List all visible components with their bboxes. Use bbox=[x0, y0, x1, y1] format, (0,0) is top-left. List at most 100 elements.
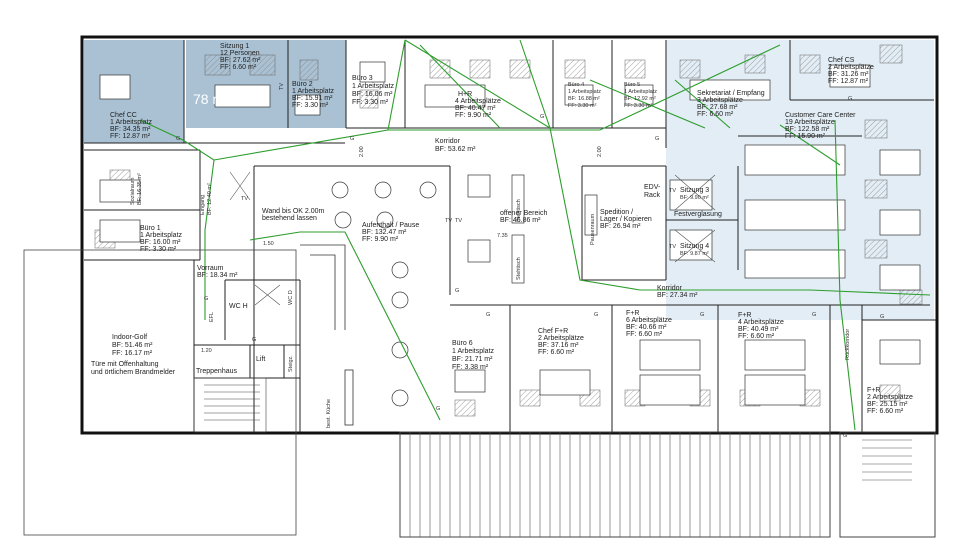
sitzung3-l1: BF: 9.90 m² bbox=[680, 195, 709, 201]
hr-l1: 4 Arbeitsplätze bbox=[455, 98, 501, 105]
tv-mark-1: TV bbox=[279, 83, 285, 90]
chef-fr-name: Chef F+R bbox=[538, 328, 568, 335]
sitzung1-l2: BF: 27.62 m² bbox=[220, 57, 261, 64]
sitzung4-name: Sitzung 4 bbox=[680, 243, 709, 250]
buero5-name: Büro 5 bbox=[624, 82, 640, 88]
buero5-l1: 1 Arbeitsplatz bbox=[624, 89, 657, 95]
g-mark-15: G bbox=[843, 433, 847, 439]
room-labels: Chef CC 1 Arbeitsplatz BF: 34.35 m² FF: … bbox=[91, 43, 913, 428]
buero3-l3: FF: 3.30 m² bbox=[352, 99, 389, 106]
stehtisch-1: Stehtisch bbox=[516, 199, 522, 222]
ccc-name: Customer Care Center bbox=[785, 112, 856, 119]
fr2-l3: FF: 6.60 m² bbox=[867, 408, 904, 415]
dim-200-2: 2.00 bbox=[597, 146, 603, 157]
fr4-l2: BF: 40.49 m² bbox=[738, 326, 779, 333]
fr4-name: F+R bbox=[738, 312, 751, 319]
wc-h-label: WC H bbox=[229, 303, 248, 310]
buero4-l1: 1 Arbeitsplatz bbox=[568, 89, 601, 95]
tv-mark-6: TV bbox=[669, 244, 676, 250]
efl-label: EFL bbox=[209, 312, 215, 322]
rueckkorridor: Rückkorridor bbox=[845, 329, 851, 360]
buero3-l2: BF: 16.06 m² bbox=[352, 91, 393, 98]
buero3-l1: 1 Arbeitsplatz bbox=[352, 83, 395, 90]
fr4-l3: FF: 6.60 m² bbox=[738, 333, 775, 340]
outer-wall bbox=[80, 35, 939, 435]
g-mark-1: G bbox=[176, 136, 180, 142]
spedition-l1: Lager / Kopieren bbox=[600, 216, 652, 223]
tv-mark-3: TV bbox=[445, 218, 452, 224]
sitzung1-l3: FF: 6.60 m² bbox=[220, 64, 257, 71]
sozialraum-l1: BF: 16.35 m² bbox=[137, 173, 143, 205]
g-mark-3: G bbox=[540, 114, 544, 120]
offener-l1: BF: 46.86 m² bbox=[500, 217, 541, 224]
desks bbox=[99, 61, 921, 406]
staircase bbox=[193, 377, 267, 433]
sekretariat-name: Sekretariat / Empfang bbox=[697, 90, 765, 97]
dim-150: 1.50 bbox=[263, 241, 274, 247]
tuere-l2: und örtlichem Brandmelder bbox=[91, 369, 176, 376]
chef-cc-l1: 1 Arbeitsplatz bbox=[110, 119, 153, 126]
g-mark-13: G bbox=[252, 337, 256, 343]
festverglasung: Festverglasung bbox=[674, 211, 722, 218]
buero6-l3: FF: 3.38 m² bbox=[452, 364, 489, 371]
buero6-l2: BF: 21.71 m² bbox=[452, 356, 493, 363]
sitzung1-name: Sitzung 1 bbox=[220, 43, 249, 50]
stehtisch-2: Stehtisch bbox=[516, 257, 522, 280]
interior-walls bbox=[84, 40, 936, 432]
wand-l1: Wand bis OK 2.00m bbox=[262, 208, 325, 215]
chef-cc-name: Chef CC bbox=[110, 112, 137, 119]
chef-cs-l2: BF: 31.26 m² bbox=[828, 71, 869, 78]
partition-crosses bbox=[229, 171, 716, 306]
vorraum-name: Vorraum bbox=[197, 265, 224, 272]
eingang-l1: BF: 12.40 m² bbox=[207, 183, 213, 215]
spedition-name: Spedition / bbox=[600, 209, 633, 216]
tuere-l1: Türe mit Offenhaltung bbox=[91, 361, 159, 368]
fr2-l1: 2 Arbeitsplätze bbox=[867, 394, 913, 401]
chef-cc-l3: FF: 12.87 m² bbox=[110, 133, 151, 140]
sitzung1-fill bbox=[186, 40, 288, 128]
tv-mark-5: TV bbox=[669, 188, 676, 194]
fr6-l2: BF: 40.66 m² bbox=[626, 324, 667, 331]
edv-l1: Rack bbox=[644, 192, 660, 199]
ccc-l2: BF: 122.58 m² bbox=[785, 126, 830, 133]
marks: TV TV TV TV TV TV G G G G G G G G G G G … bbox=[176, 83, 884, 439]
g-mark-8: G bbox=[594, 312, 598, 318]
sozialraum-name: Sozialraum bbox=[130, 177, 136, 205]
aufenthalt-l2: FF: 9.90 m² bbox=[362, 236, 399, 243]
buero2-name: Büro 2 bbox=[292, 81, 313, 88]
dim-735: 7.35 bbox=[497, 233, 508, 239]
buero5-l2: BF: 12.92 m² bbox=[624, 96, 656, 102]
offener-name: offener Bereich bbox=[500, 210, 547, 217]
fr6-l1: 6 Arbeitsplätze bbox=[626, 317, 672, 324]
buero2-l1: 1 Arbeitsplatz bbox=[292, 88, 335, 95]
g-mark-10: G bbox=[812, 312, 816, 318]
buero4-l2: BF: 16.88 m² bbox=[568, 96, 600, 102]
chef-cs-l1: 2 Arbeitsplätze bbox=[828, 64, 874, 71]
chef-fr-l2: BF: 37.16 m² bbox=[538, 342, 579, 349]
sitzung4-l1: BF: 9.87 m² bbox=[680, 251, 709, 257]
fr4-l1: 4 Arbeitsplätze bbox=[738, 319, 784, 326]
buero1-l3: FF: 3.30 m² bbox=[140, 246, 177, 253]
edv-name: EDV- bbox=[644, 184, 661, 191]
buero5-l3: FF: 3.30 m² bbox=[624, 103, 653, 109]
hr-name: H+R bbox=[458, 91, 472, 98]
fr6-l3: FF: 6.60 m² bbox=[626, 331, 663, 338]
round-tables bbox=[331, 181, 437, 407]
indoor-golf-l2: FF: 16.17 m² bbox=[112, 350, 153, 357]
buero4-l3: FF: 3.30 m² bbox=[568, 103, 597, 109]
sitzung3-name: Sitzung 3 bbox=[680, 187, 709, 194]
buero4-name: Büro 4 bbox=[568, 82, 584, 88]
lift: Lift bbox=[256, 356, 265, 363]
chef-fr-l1: 2 Arbeitsplätze bbox=[538, 335, 584, 342]
chef-fr-l3: FF: 6.60 m² bbox=[538, 349, 575, 356]
indoor-golf-outline bbox=[23, 249, 297, 536]
dim-120: 1.20 bbox=[201, 348, 212, 354]
chef-cc-l2: BF: 34.35 m² bbox=[110, 126, 151, 133]
hr-l2: BF: 40.47 m² bbox=[455, 105, 496, 112]
buero1-l2: BF: 16.00 m² bbox=[140, 239, 181, 246]
g-mark-12: G bbox=[204, 296, 208, 302]
wc-d-label: WC D bbox=[288, 290, 294, 305]
fr2-l2: BF: 25.15 m² bbox=[867, 401, 908, 408]
vorraum-l1: BF: 18.34 m² bbox=[197, 272, 238, 279]
